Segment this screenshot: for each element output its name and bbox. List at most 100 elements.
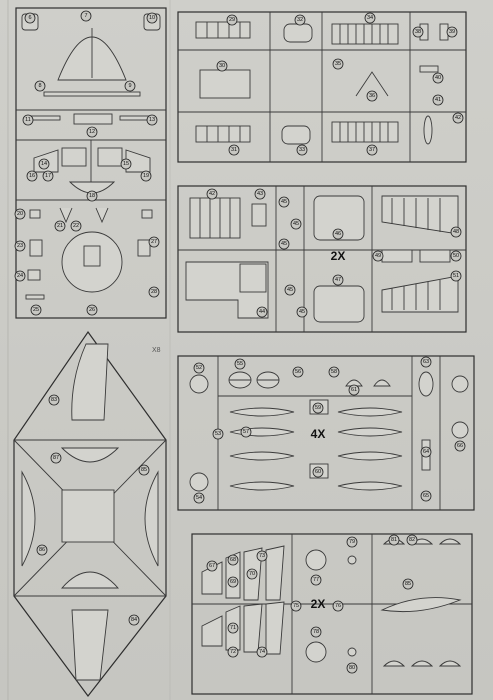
svg-text:54: 54 [196,495,202,501]
svg-text:34: 34 [367,15,373,21]
part-number: 82 [406,534,418,546]
part-number: 45 [284,284,296,296]
svg-text:71: 71 [230,625,236,631]
part-number: 49 [372,250,384,262]
svg-text:66: 66 [457,443,463,449]
part-number: 45 [290,218,302,230]
svg-text:48: 48 [453,229,459,235]
part-number: 56 [292,366,304,378]
svg-text:42: 42 [209,191,215,197]
part-numbers: 6 7 10 8 9 11 12 13 14 15 16 17 18 19 20… [14,10,466,674]
part-number: 64 [420,446,432,458]
part-number: 40 [432,72,444,84]
part-number: 28 [148,286,160,298]
svg-text:56: 56 [295,369,301,375]
svg-text:40: 40 [435,75,441,81]
part-number: 77 [310,574,322,586]
svg-text:9: 9 [128,83,131,89]
svg-text:73: 73 [259,553,265,559]
part-number: 85 [402,578,414,590]
part-number: 38 [412,26,424,38]
part-number: 59 [312,402,324,414]
part-number: 53 [212,428,224,440]
svg-text:60: 60 [315,469,321,475]
svg-text:11: 11 [25,117,31,123]
part-number: 55 [234,358,246,370]
svg-text:45: 45 [281,241,287,247]
svg-text:42: 42 [455,115,461,121]
part-number: 43 [254,188,266,200]
svg-text:33: 33 [299,147,305,153]
svg-text:12: 12 [89,129,95,135]
part-number: 70 [246,568,258,580]
part-number: 72 [227,646,239,658]
part-number: 61 [348,384,360,396]
svg-text:30: 30 [219,63,225,69]
svg-text:87: 87 [53,455,59,461]
part-number: 54 [193,492,205,504]
part-number: 68 [227,554,239,566]
svg-text:69: 69 [230,579,236,585]
svg-text:50: 50 [453,253,459,259]
part-number: 83 [48,394,60,406]
svg-text:15: 15 [123,161,129,167]
part-number: 51 [450,270,462,282]
part-number: 66 [454,440,466,452]
svg-text:47: 47 [335,277,341,283]
svg-text:49: 49 [375,253,381,259]
part-number: 50 [450,250,462,262]
sprue-d [13,330,167,697]
svg-text:76: 76 [335,603,341,609]
part-number: 84 [128,614,140,626]
svg-text:58: 58 [331,369,337,375]
part-number: 75 [290,600,302,612]
part-number: 48 [450,226,462,238]
svg-text:45: 45 [293,221,299,227]
part-number: 39 [446,26,458,38]
part-number: 14 [38,158,50,170]
svg-text:81: 81 [391,537,397,543]
multiplier-label: 2X [311,597,326,611]
svg-text:77: 77 [313,577,319,583]
part-number: 76 [332,600,344,612]
svg-text:19: 19 [143,173,149,179]
svg-text:8: 8 [38,83,41,89]
part-number: 65 [420,490,432,502]
sprue-a [15,7,167,319]
svg-text:27: 27 [151,239,157,245]
svg-text:86: 86 [39,547,45,553]
part-number: 24 [14,270,26,282]
part-number: 45 [296,306,308,318]
svg-text:6: 6 [28,15,31,21]
svg-text:80: 80 [349,665,355,671]
svg-text:25: 25 [33,307,39,313]
part-number: 46 [332,228,344,240]
part-number: 57 [240,426,252,438]
part-number: 23 [14,240,26,252]
svg-text:37: 37 [369,147,375,153]
svg-text:45: 45 [299,309,305,315]
svg-text:43: 43 [257,191,263,197]
svg-text:51: 51 [453,273,459,279]
part-number: 6 [24,12,36,24]
svg-text:53: 53 [215,431,221,437]
svg-text:41: 41 [435,97,441,103]
svg-text:17: 17 [45,173,51,179]
part-number: 8 [34,80,46,92]
part-number: 7 [80,10,92,22]
part-number: 47 [332,274,344,286]
svg-text:13: 13 [149,117,155,123]
svg-text:16: 16 [29,173,35,179]
part-number: 21 [54,220,66,232]
svg-text:65: 65 [423,493,429,499]
part-number: 36 [366,90,378,102]
part-number: 74 [256,646,268,658]
svg-text:78: 78 [313,629,319,635]
part-number: 26 [86,304,98,316]
svg-text:35: 35 [335,61,341,67]
part-number: 79 [346,536,358,548]
svg-text:28: 28 [151,289,157,295]
svg-text:52: 52 [196,365,202,371]
part-number: 10 [146,12,158,24]
svg-text:21: 21 [57,223,63,229]
